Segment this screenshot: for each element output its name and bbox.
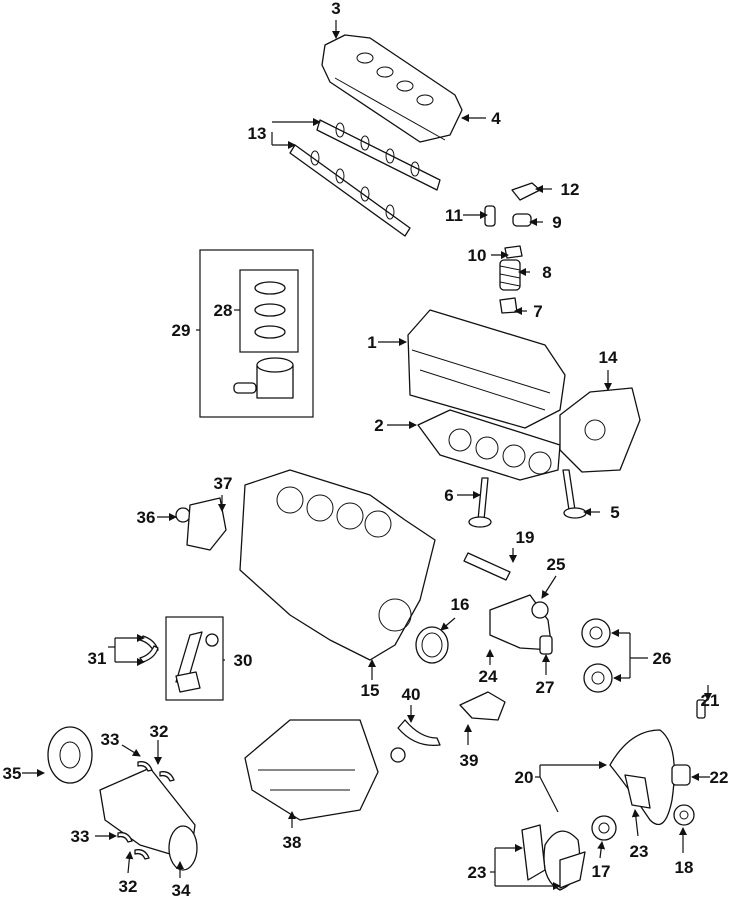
callout-29: 29	[172, 321, 191, 340]
callout-26: 26	[653, 649, 672, 668]
oil-pickup-tube	[390, 719, 441, 763]
callout-4: 4	[491, 109, 501, 128]
callout-13: 13	[248, 124, 267, 143]
callout-39: 39	[460, 751, 479, 770]
valve-seal	[499, 297, 518, 314]
callout-labels: 3 4 13 12 11 9 10 8 28 7 29 1 14 2 37 6 …	[3, 0, 729, 900]
callout-36: 36	[137, 508, 156, 527]
exhaust-valve	[468, 477, 492, 528]
connecting-rod-box	[165, 616, 224, 701]
callout-3: 3	[331, 0, 340, 18]
callout-32: 32	[150, 722, 169, 741]
callout-33b: 33	[71, 827, 90, 846]
callout-15: 15	[361, 681, 380, 700]
callout-34: 34	[172, 881, 191, 900]
crankshaft	[99, 767, 198, 871]
callout-32b: 32	[119, 877, 138, 896]
callout-2: 2	[374, 416, 383, 435]
callout-14: 14	[599, 348, 618, 367]
callout-18: 18	[675, 858, 694, 877]
tensioner-bolt-21	[696, 699, 706, 719]
timing-cover	[559, 387, 641, 473]
chain-guide-rails	[521, 774, 651, 889]
chain-tensioner	[671, 764, 691, 786]
crankshaft-seal	[175, 507, 191, 523]
head-gasket	[417, 409, 561, 481]
main-bearings-upper	[137, 761, 175, 782]
hydraulic-lifter	[512, 213, 532, 227]
piston-assembly-box	[199, 249, 314, 418]
callout-12: 12	[561, 180, 580, 199]
callout-19: 19	[516, 528, 535, 547]
callout-1: 1	[367, 333, 376, 352]
callout-16: 16	[451, 595, 470, 614]
callout-30: 30	[234, 651, 253, 670]
callout-27: 27	[536, 678, 555, 697]
rocker-arm	[511, 182, 541, 201]
callout-23b: 23	[468, 863, 487, 882]
callout-10: 10	[468, 246, 487, 265]
balance-shaft-sprocket	[673, 804, 695, 826]
cylinder-head	[407, 309, 566, 429]
callout-40: 40	[402, 685, 421, 704]
valve-spring	[499, 259, 521, 291]
engine-block	[239, 469, 436, 661]
callout-35: 35	[3, 764, 22, 783]
seal-housing	[186, 497, 227, 551]
callout-7: 7	[533, 302, 542, 321]
camshaft-adjusters	[581, 618, 613, 693]
callout-33: 33	[101, 730, 120, 749]
callout-11: 11	[445, 206, 463, 225]
callout-21: 21	[701, 691, 720, 710]
timing-cover-seal	[415, 626, 449, 664]
callout-38: 38	[283, 833, 302, 852]
callout-6: 6	[444, 486, 453, 505]
valve-retainer	[504, 245, 523, 259]
oil-pump-bracket	[459, 691, 506, 721]
leader-lines	[22, 20, 712, 890]
lash-adjuster	[484, 205, 496, 227]
callout-28: 28	[214, 301, 233, 320]
callout-24: 24	[479, 667, 498, 686]
valve-cover	[321, 34, 463, 143]
callout-25: 25	[547, 555, 566, 574]
callout-8: 8	[542, 263, 551, 282]
callout-23: 23	[630, 842, 649, 861]
rod-bearings	[139, 635, 159, 663]
callout-17: 17	[592, 862, 611, 881]
crankshaft-pulley	[47, 726, 93, 784]
intake-valve	[562, 469, 587, 519]
crankshaft-sprocket	[591, 815, 617, 841]
oil-pan	[244, 719, 379, 821]
callout-5: 5	[610, 503, 619, 522]
callout-9: 9	[552, 213, 561, 232]
callout-22: 22	[710, 768, 729, 787]
oil-pump	[489, 594, 553, 655]
camshafts	[289, 119, 441, 237]
main-bearings-lower	[117, 832, 150, 860]
callout-20: 20	[515, 768, 534, 787]
tensioner-bolt	[463, 552, 511, 581]
callout-37: 37	[214, 474, 233, 493]
callout-31: 31	[88, 649, 107, 668]
